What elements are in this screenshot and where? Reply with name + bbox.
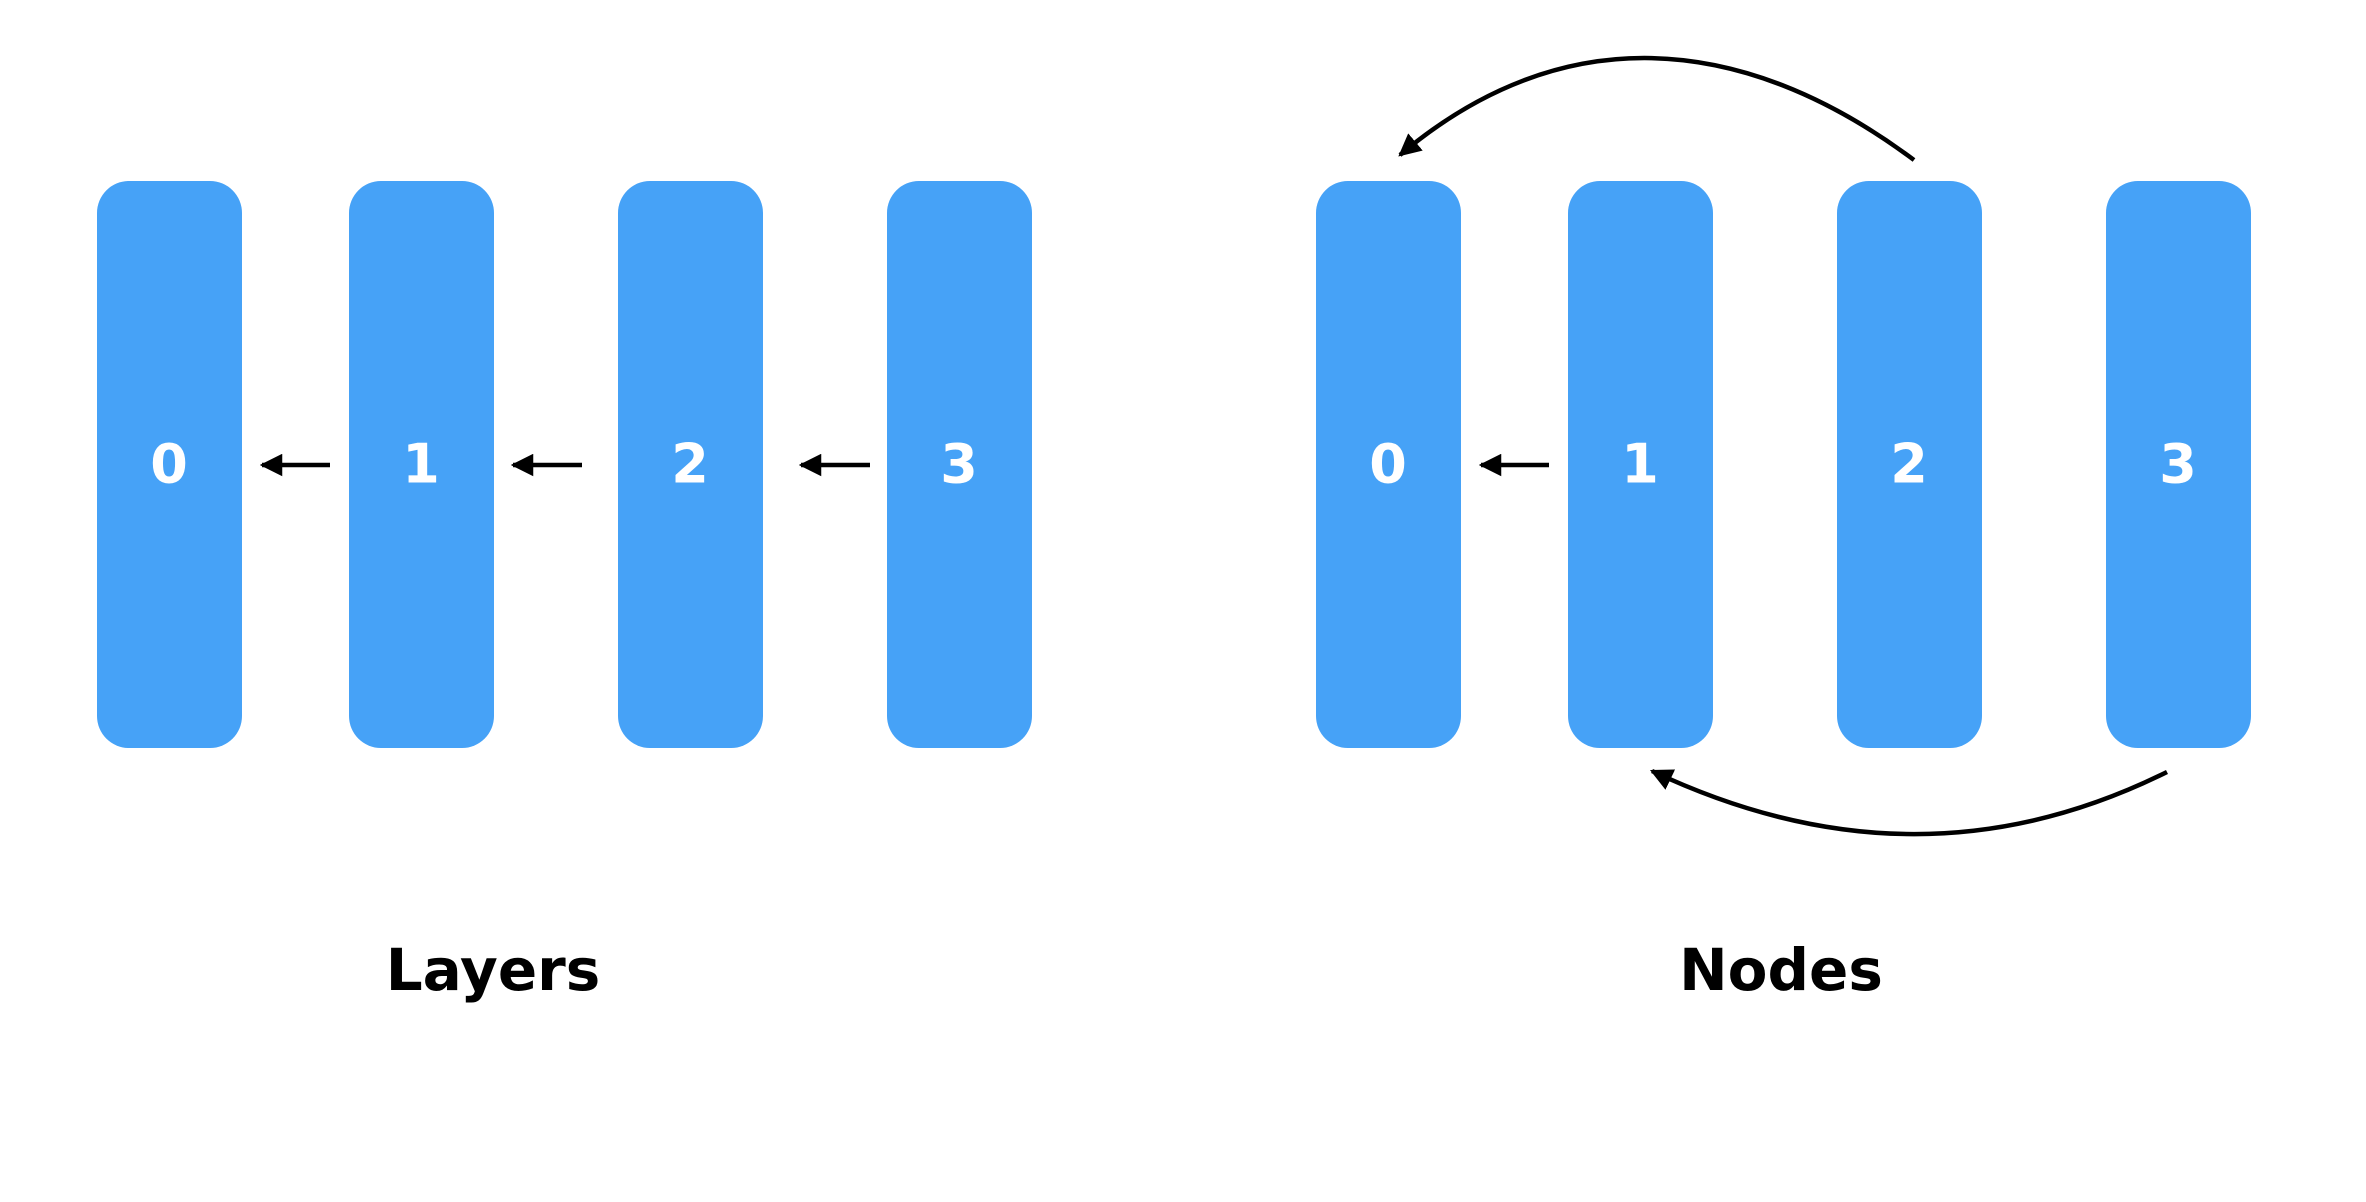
layer-block-2: 2 <box>618 181 763 748</box>
layer-block-2-label: 2 <box>671 433 709 496</box>
layer-block-1-label: 1 <box>402 433 440 496</box>
nodes-curved-arrow-2-to-0 <box>1398 55 1916 162</box>
node-block-0-label: 0 <box>1369 433 1407 496</box>
node-block-3: 3 <box>2106 181 2251 748</box>
node-block-3-label: 3 <box>2159 433 2197 496</box>
node-block-2: 2 <box>1837 181 1982 748</box>
nodes-curved-arrow-3-to-1 <box>1649 768 2169 837</box>
node-block-1: 1 <box>1568 181 1713 748</box>
layer-block-1: 1 <box>349 181 494 748</box>
layer-block-3-label: 3 <box>940 433 978 496</box>
layers-caption: Layers <box>386 936 601 1004</box>
node-block-1-label: 1 <box>1621 433 1659 496</box>
layer-block-0: 0 <box>97 181 242 748</box>
node-block-0: 0 <box>1316 181 1461 748</box>
nodes-panel: 0 1 2 3 Nodes <box>1316 55 2251 1004</box>
layer-block-3: 3 <box>887 181 1032 748</box>
layers-panel: 0 1 2 3 Layers <box>97 181 1032 1004</box>
nodes-caption: Nodes <box>1679 936 1883 1004</box>
layer-block-0-label: 0 <box>150 433 188 496</box>
node-block-2-label: 2 <box>1890 433 1928 496</box>
